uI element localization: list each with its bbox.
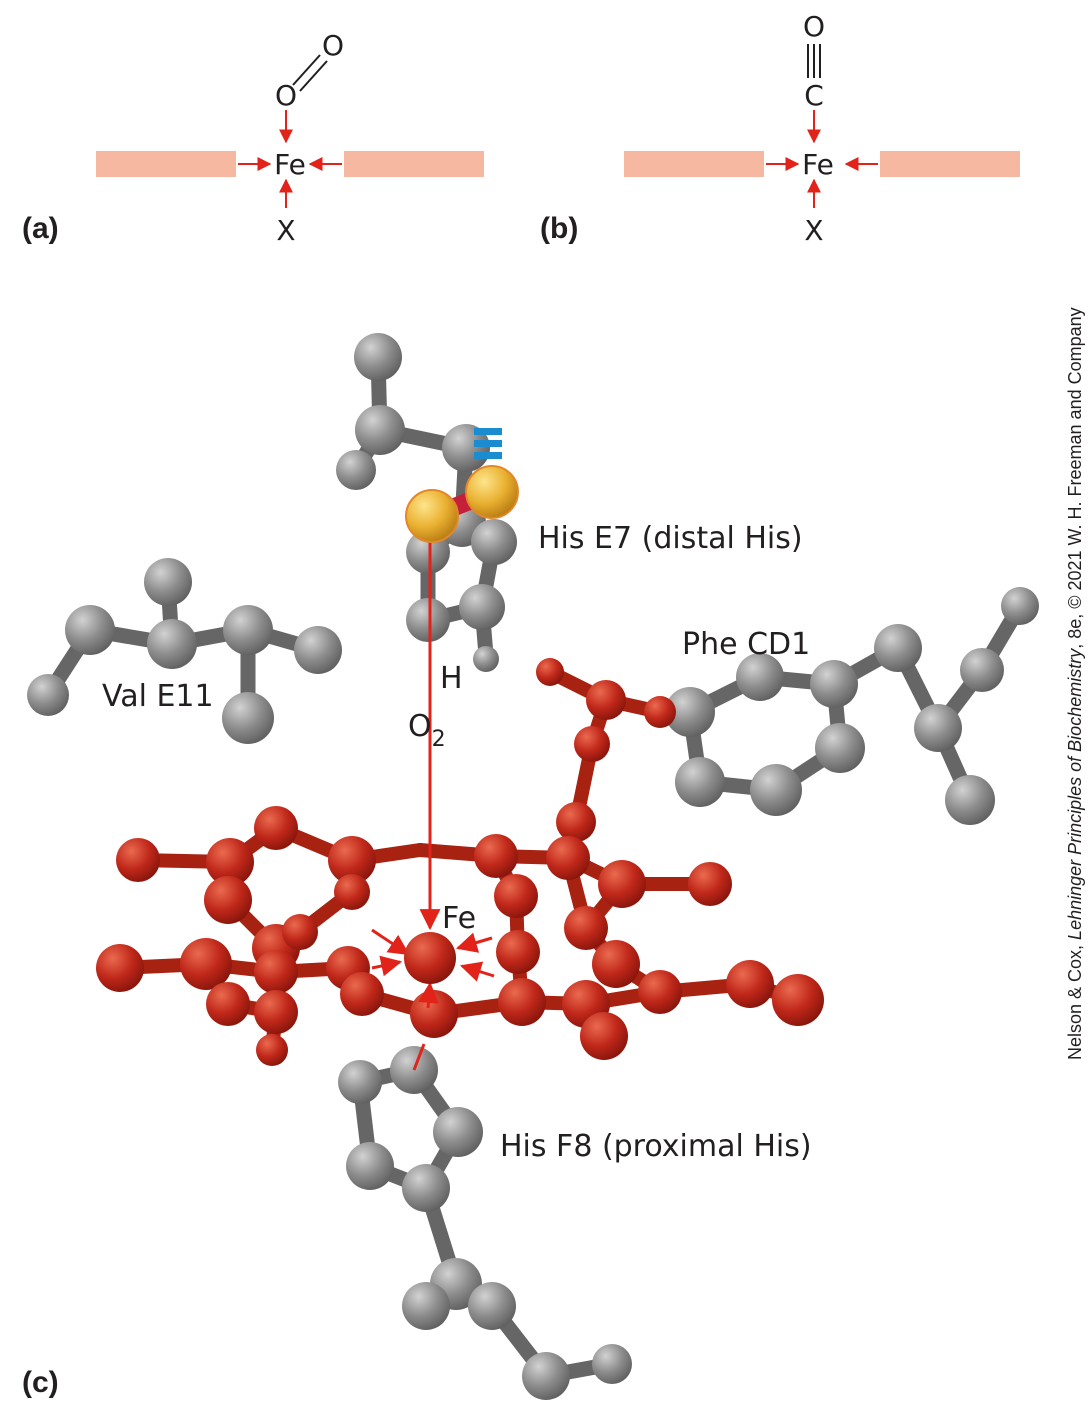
- panel-c-tag: (c): [22, 1366, 59, 1399]
- carbon-label: C: [804, 79, 824, 112]
- oxygen-terminal-label: O: [322, 29, 344, 62]
- panel-b: O C Fe X (b): [540, 10, 1020, 247]
- panel-b-tag: (b): [540, 212, 578, 245]
- oxygen-bound-label: O: [275, 79, 297, 112]
- iron-atom: [404, 932, 456, 984]
- porphyrin-bar-left: [624, 151, 764, 177]
- double-bond-line-1: [292, 54, 321, 86]
- copyright-credit: Nelson & Cox, Lehninger Principles of Bi…: [1065, 307, 1085, 1060]
- iron-label: Fe: [442, 901, 476, 936]
- iron-label: Fe: [802, 148, 834, 181]
- iron-center: [371, 540, 495, 1071]
- proximal-ligand-label: X: [804, 214, 823, 247]
- oxygen-label: O2: [408, 709, 446, 752]
- porphyrin-bar-right: [344, 151, 484, 177]
- his-e7-label: His E7 (distal His): [538, 521, 803, 556]
- panel-a-tag: (a): [22, 212, 59, 245]
- oxygen-label: O: [803, 10, 825, 43]
- oxygen-molecule: [405, 465, 519, 543]
- val-e11-residue: [27, 558, 342, 744]
- phe-cd1-residue: [665, 587, 1039, 825]
- porphyrin-bar-right: [880, 151, 1020, 177]
- oxygen-subscript: 2: [432, 727, 446, 752]
- heme-porphyrin: [96, 658, 824, 1066]
- oxygen-atom-2: [465, 465, 519, 519]
- double-bond-line-2: [299, 60, 328, 92]
- fe-his-f8-bond: [412, 1043, 426, 1071]
- hydrogen-bond: [474, 428, 502, 459]
- iron-label: Fe: [274, 148, 306, 181]
- his-f8-residue: [338, 1046, 632, 1400]
- oxygen-atom-1: [405, 489, 459, 543]
- panel-c: His E7 (distal His) Phe CD1 Val E11 H O2…: [22, 333, 1039, 1400]
- phe-cd1-label: Phe CD1: [682, 627, 810, 662]
- panel-a: O O Fe X (a): [22, 29, 484, 247]
- val-e11-label: Val E11: [102, 679, 214, 714]
- hydrogen-label: H: [440, 661, 463, 696]
- porphyrin-bar-left: [96, 151, 236, 177]
- proximal-ligand-label: X: [276, 214, 295, 247]
- his-f8-label: His F8 (proximal His): [500, 1129, 812, 1164]
